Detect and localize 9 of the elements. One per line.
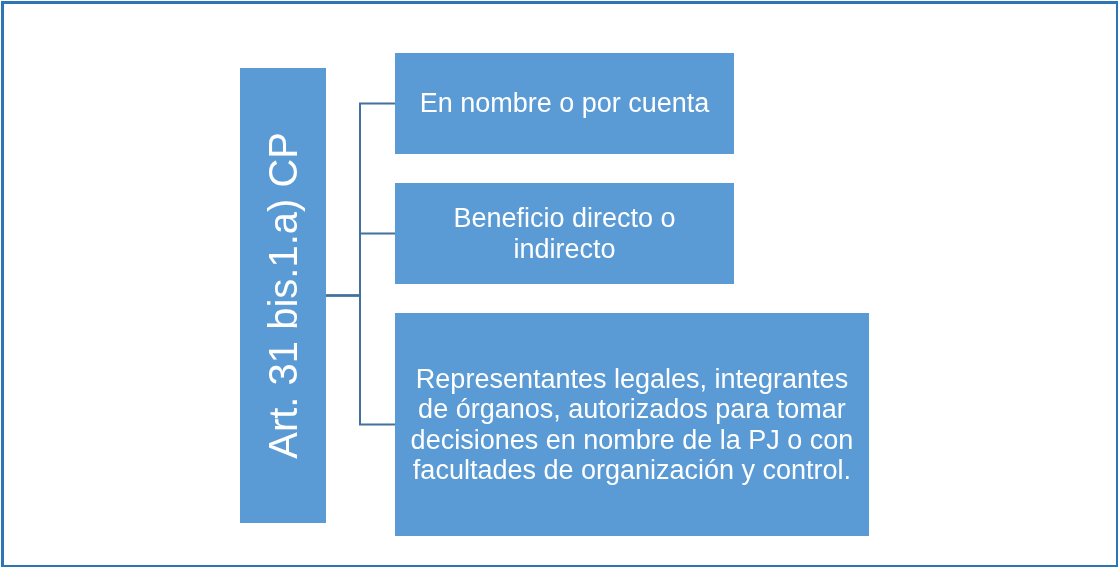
box-label: Representantes legales, integrantes de órganos, autorizados para tomar decisiones en nombre de la PJ o con facultades de organización y control. <box>409 364 855 485</box>
text-box <box>240 68 326 523</box>
vertical-title: Art. 31 bis.1.a) CP <box>260 132 306 459</box>
box-label: Beneficio directo o indirecto <box>452 203 677 264</box>
text-box <box>395 313 869 536</box>
text-box <box>395 183 734 284</box>
text-box <box>395 53 734 154</box>
box-label: En nombre o por cuenta <box>418 88 711 119</box>
connector-line <box>325 294 396 426</box>
